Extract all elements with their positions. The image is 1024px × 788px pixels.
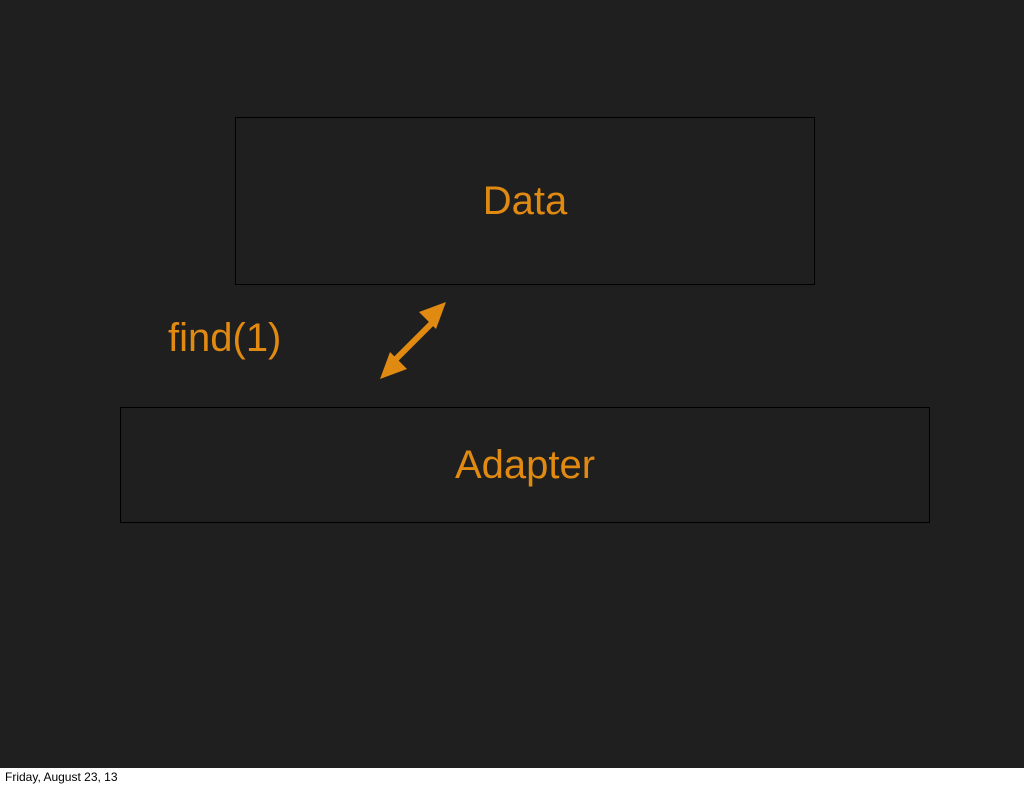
find-call-label: find(1) [168,316,282,360]
data-box-label: Data [482,178,568,223]
double-arrow-icon [380,302,446,379]
arrow-shaft [393,318,437,362]
data-box: Data [235,117,815,285]
footer-date: Friday, August 23, 13 [5,770,118,784]
arrow-head-bottom [380,352,407,379]
adapter-box-label: Adapter [454,442,596,487]
arrow-head-top [419,302,446,329]
adapter-box: Adapter [120,407,930,523]
slide: Data find(1) Adapter [0,0,1024,768]
